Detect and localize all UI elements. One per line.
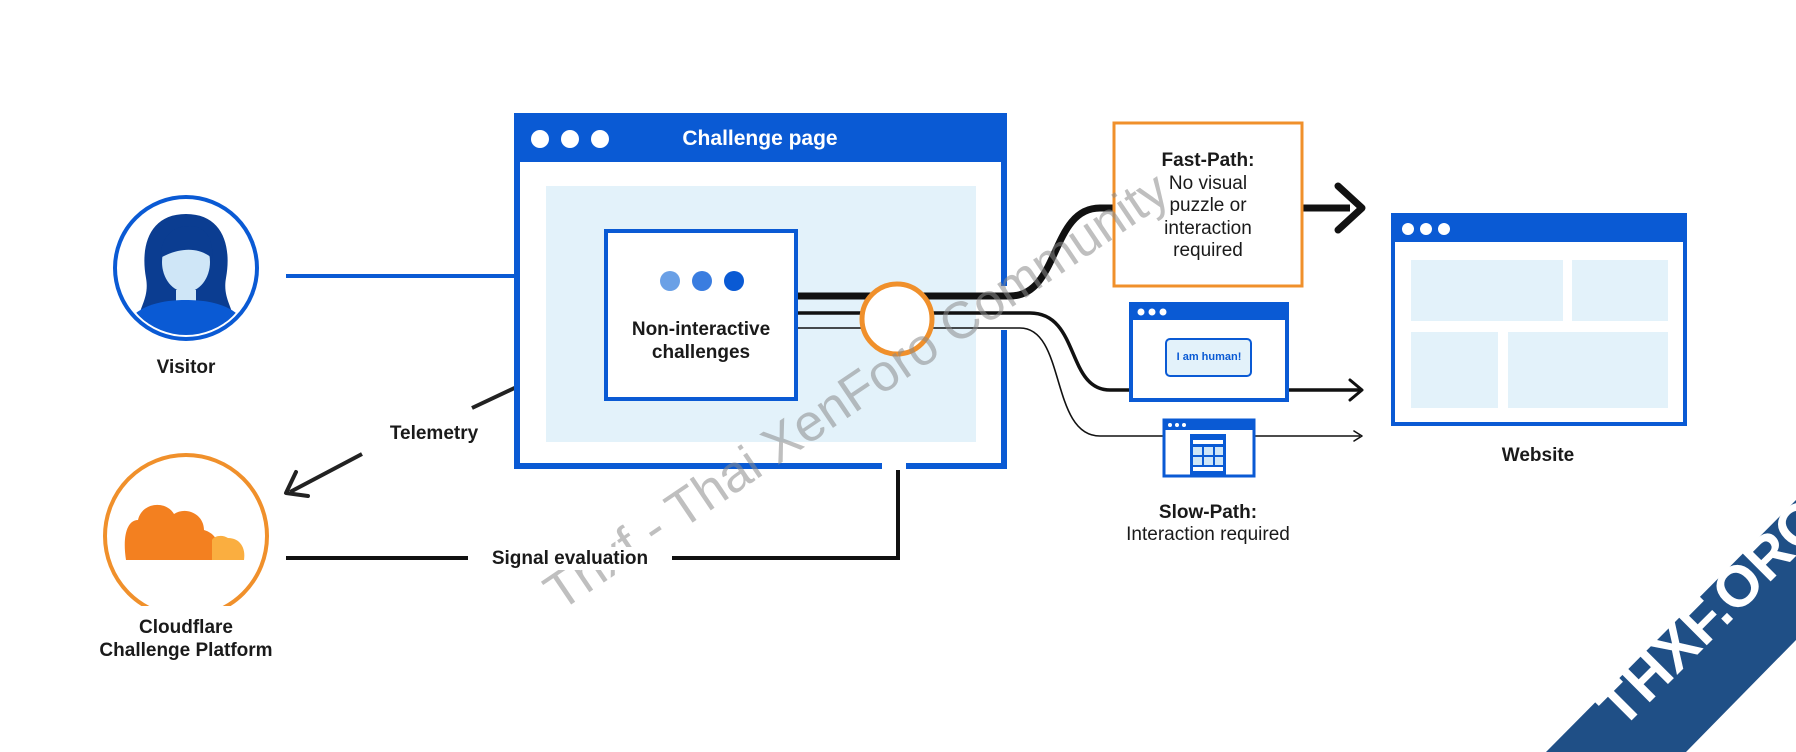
platform-label-line2: Challenge Platform: [99, 640, 273, 661]
cloudflare-cloud-icon: [124, 504, 245, 560]
loading-dot-icon: [692, 271, 712, 291]
window-dot-icon: [561, 130, 579, 148]
thxf-ribbon: THXF.ORG: [1546, 486, 1796, 752]
challenge-page-title: Challenge page: [682, 127, 838, 150]
window-dot-icon: [591, 130, 609, 148]
slow-path-puzzle-window: [1162, 418, 1256, 478]
fast-path-line: [798, 182, 1366, 300]
website-window: [1391, 213, 1687, 426]
slow-path-subtitle: Interaction required: [1126, 524, 1290, 545]
slow-path-label: Slow-Path: Interaction required: [1090, 502, 1326, 546]
platform-label-line1: Cloudflare: [139, 617, 233, 638]
non-interactive-line2: challenges: [651, 342, 751, 363]
signal-evaluation-label: Signal evaluation: [470, 547, 670, 570]
turnstile-path-line: [798, 311, 1364, 402]
person-icon: [120, 214, 252, 335]
telemetry-label: Telemetry: [356, 422, 512, 445]
window-dot-icon: [531, 130, 549, 148]
slow-path-title: Slow-Path:: [1158, 502, 1258, 523]
fast-path-line2: puzzle or: [1169, 195, 1247, 216]
website-label: Website: [1501, 445, 1575, 466]
fast-path-line3: interaction: [1164, 217, 1252, 239]
visitor-avatar: [113, 195, 259, 341]
fast-path-label: Fast-Path: No visual puzzle or interacti…: [1118, 150, 1298, 263]
loading-dot-icon: [660, 271, 680, 291]
platform-label: Cloudflare Challenge Platform: [70, 616, 302, 662]
decision-node: [859, 281, 935, 357]
fast-path-title: Fast-Path:: [1161, 150, 1255, 171]
telemetry-arrow-down: [284, 452, 363, 498]
fast-path-box: [1112, 121, 1304, 288]
non-interactive-challenges-box: [604, 229, 798, 401]
cloudflare-platform: [103, 453, 269, 606]
non-interactive-label: Non-interactive challenges: [610, 318, 792, 364]
loading-dot-icon: [724, 271, 744, 291]
visitor-label: Visitor: [156, 357, 216, 378]
i-am-human-button[interactable]: I am human!: [1176, 351, 1242, 363]
slow-path-line: [798, 327, 1363, 442]
turnstile-widget-window: [1129, 302, 1289, 402]
non-interactive-line1: Non-interactive: [631, 319, 771, 340]
fast-path-line4: required: [1173, 240, 1243, 261]
fast-path-line1: No visual: [1168, 172, 1248, 194]
